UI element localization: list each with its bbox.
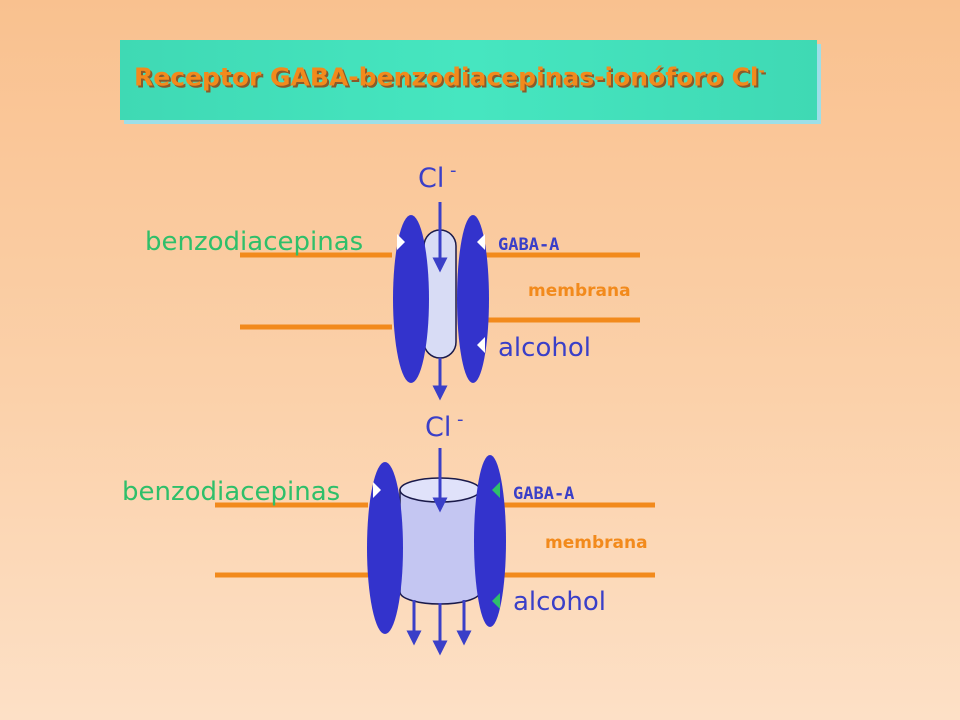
title-banner: Receptor GABA-benzodiacepinas-ionóforo C… bbox=[120, 40, 817, 120]
membrane-label: membrana bbox=[528, 281, 631, 301]
gaba-binding-site-icon bbox=[492, 482, 500, 498]
gaba-label: GABA-A bbox=[498, 235, 559, 255]
ion-channel-pore bbox=[399, 489, 481, 605]
receptor-state-1: Cl - benzodiacepinas GABA-A membrana alc… bbox=[145, 160, 640, 401]
benzo-binding-site-icon bbox=[373, 482, 381, 498]
alcohol-label: alcohol bbox=[498, 333, 591, 363]
ion-charge: - bbox=[450, 160, 457, 181]
receptor-subunit-left bbox=[367, 462, 403, 634]
receptor-subunit-left bbox=[393, 215, 429, 383]
ion-label: Cl bbox=[418, 163, 444, 194]
gaba-label: GABA-A bbox=[513, 484, 574, 504]
ion-charge: - bbox=[457, 409, 464, 430]
benzodiazepine-label: benzodiacepinas bbox=[122, 477, 340, 507]
page-title: Receptor GABA-benzodiacepinas-ionóforo C… bbox=[134, 62, 765, 92]
alcohol-binding-site-icon bbox=[492, 593, 500, 609]
receptor-subunit-right bbox=[474, 455, 506, 627]
ion-label: Cl bbox=[425, 412, 451, 443]
benzo-binding-site-icon bbox=[397, 234, 405, 250]
gaba-binding-site-icon bbox=[477, 234, 485, 250]
benzodiazepine-label: benzodiacepinas bbox=[145, 227, 363, 257]
membrane-label: membrana bbox=[545, 533, 648, 553]
receptor-state-2: Cl - benzodiacepinas GABA-A membrana alc… bbox=[122, 409, 655, 656]
alcohol-binding-site-icon bbox=[477, 337, 485, 353]
alcohol-label: alcohol bbox=[513, 587, 606, 617]
